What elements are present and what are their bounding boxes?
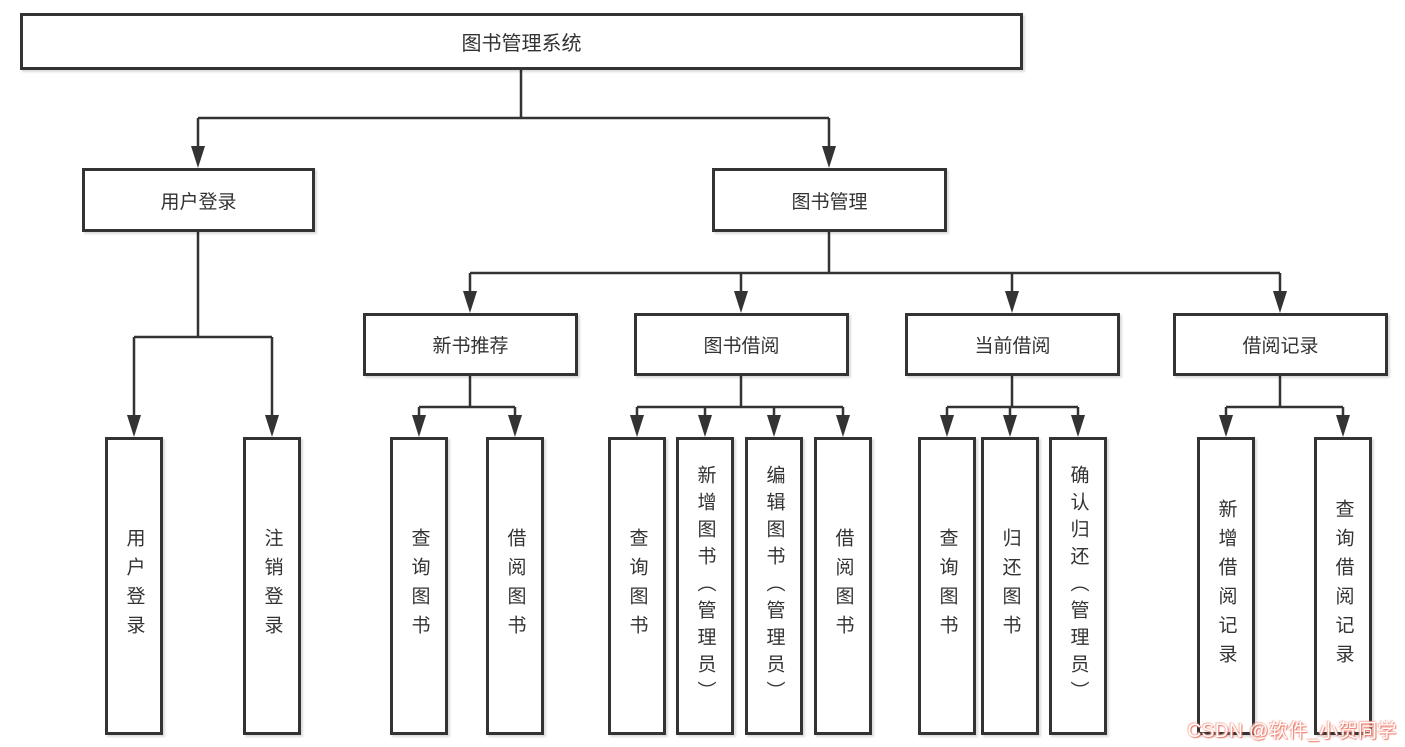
node-book-borrowing: 图书借阅 [634,313,849,376]
leaf-confirm-return-admin: 确认归还（管理员） [1049,437,1107,735]
connector-current-borrowing-children [940,376,1085,437]
leaf-add-borrow-record: 新增借阅记录 [1197,437,1255,735]
connector-book-borrowing-children [630,376,850,437]
csdn-watermark: CSDN @软件_小贺同学 [1187,721,1397,742]
leaf-query-borrow-record: 查询借阅记录 [1314,437,1372,735]
leaf-query-books-current: 查询图书 [918,437,976,735]
leaf-return-books: 归还图书 [981,437,1039,735]
leaf-logout-login: 注销登录 [243,437,301,735]
leaf-query-books-recommend: 查询图书 [390,437,448,735]
leaf-borrow-books-recommend: 借阅图书 [486,437,544,735]
connector-book-management-sections [463,232,1287,313]
connector-new-book-children [412,376,522,437]
connector-borrowing-records-children [1219,376,1350,437]
node-root-library-system: 图书管理系统 [20,13,1023,70]
node-borrowing-records: 借阅记录 [1173,313,1388,376]
node-current-borrowing: 当前借阅 [905,313,1120,376]
leaf-query-books-borrowing: 查询图书 [608,437,666,735]
connector-root-to-level2 [191,70,836,168]
leaf-edit-books-admin: 编辑图书（管理员） [745,437,803,735]
node-new-book-recommend: 新书推荐 [363,313,578,376]
node-user-login: 用户登录 [82,168,315,232]
node-book-management: 图书管理 [712,168,947,232]
connector-user-login-children [127,232,279,437]
leaf-add-books-admin: 新增图书（管理员） [676,437,734,735]
leaf-user-login: 用户登录 [105,437,163,735]
leaf-borrow-books-borrowing: 借阅图书 [814,437,872,735]
